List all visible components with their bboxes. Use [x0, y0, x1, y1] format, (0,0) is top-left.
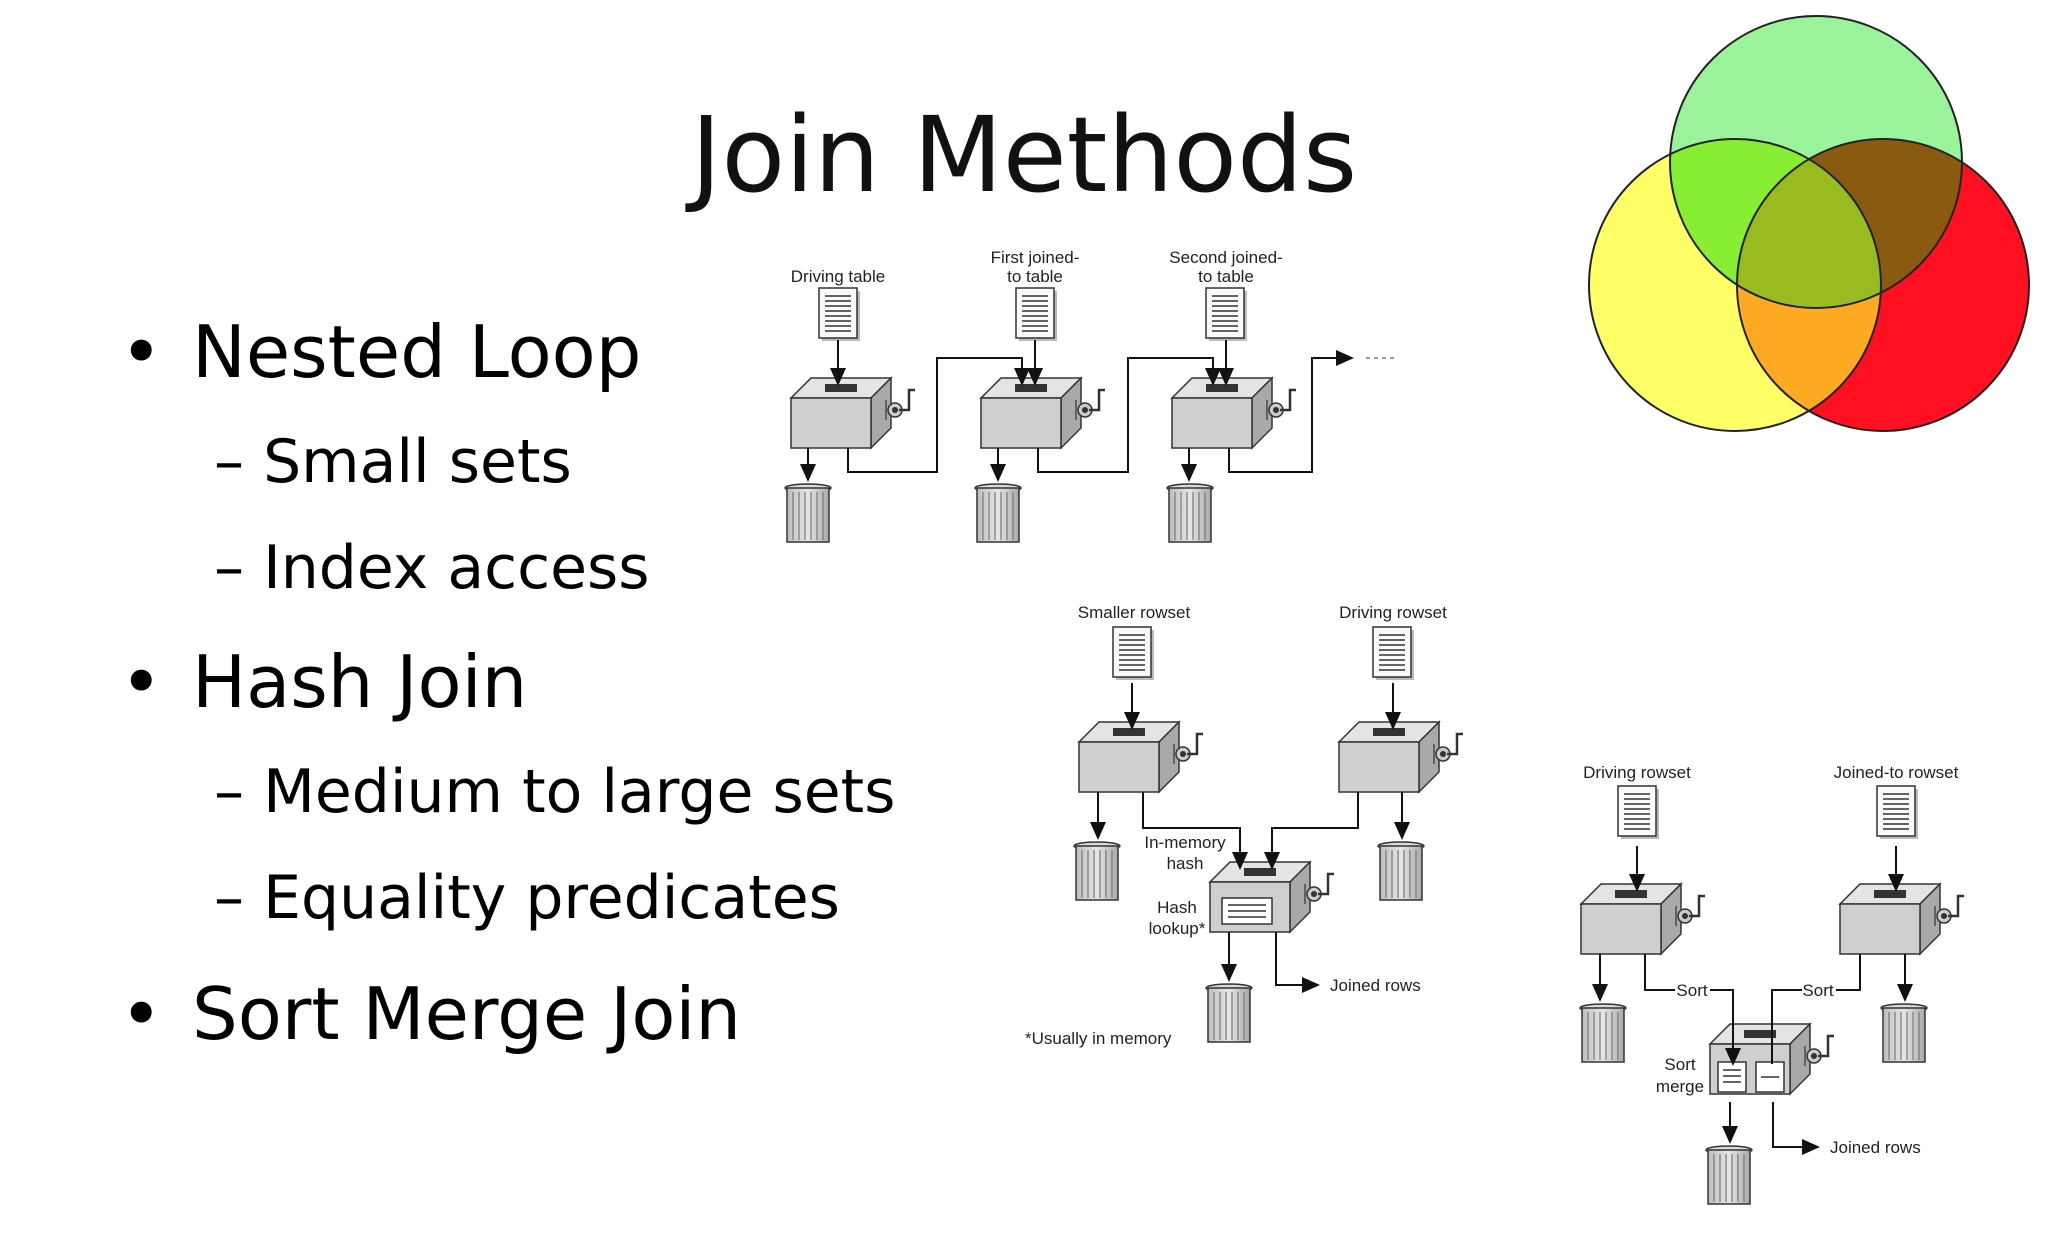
join-machine-icon: [789, 376, 917, 450]
label-driving-rowset: Driving rowset: [1339, 603, 1447, 622]
subbullet-equality: – Equality predicates: [214, 862, 840, 934]
bin-icon: [1073, 841, 1121, 901]
label-sort-merge-2: merge: [1656, 1077, 1704, 1096]
label-second-joined-2: to table: [1198, 267, 1254, 286]
bullet-nested-loop: • Nested Loop: [120, 310, 641, 394]
document-icon: [1112, 626, 1155, 681]
bullet-text: Hash Join: [192, 640, 528, 724]
subbullet-small-sets: – Small sets: [214, 426, 572, 498]
document-icon: [1372, 626, 1415, 681]
label-joined-rows: Joined rows: [1330, 976, 1421, 995]
document-icon: [818, 287, 861, 342]
subbullet-text: Equality predicates: [263, 863, 840, 933]
bin-icon: [1166, 483, 1214, 543]
subbullet-medium-large: – Medium to large sets: [214, 756, 895, 828]
dash-icon: –: [214, 863, 244, 933]
label-smaller-rowset: Smaller rowset: [1078, 603, 1191, 622]
bullet-list: • Nested Loop – Small sets – Index access…: [0, 0, 1000, 1243]
document-icon: [1876, 785, 1919, 840]
bullet-hash-join: • Hash Join: [120, 640, 527, 724]
label-in-memory: In-memory: [1144, 833, 1226, 852]
join-machine-icon: [979, 376, 1107, 450]
sort-machine-icon: [1579, 882, 1707, 956]
footnote: *Usually in memory: [1025, 1029, 1172, 1048]
bin-icon: [784, 483, 832, 543]
label-first-joined-2: to table: [1007, 267, 1063, 286]
bullet-icon: •: [120, 640, 163, 724]
subbullet-text: Index access: [263, 533, 650, 603]
subbullet-text: Medium to large sets: [263, 757, 896, 827]
label-sort-merge-1: Sort: [1664, 1055, 1695, 1074]
nested-loop-diagram: Driving table First joined- to table Sec…: [784, 248, 1398, 543]
document-icon: [1015, 287, 1058, 342]
sort-merge-diagram: Driving rowset Joined-to rowset: [1579, 763, 1966, 1205]
probe-machine-icon: [1337, 720, 1465, 794]
venn-overlap-center: [1737, 139, 1881, 308]
label-hash-lookup-1: Hash: [1157, 898, 1197, 917]
label-joined-to-rowset: Joined-to rowset: [1834, 763, 1959, 782]
bullet-icon: •: [120, 310, 163, 394]
bin-icon: [1880, 1003, 1928, 1063]
hash-join-diagram: Smaller rowset Driving rowset: [1025, 603, 1465, 1048]
join-machine-icon: [1170, 376, 1298, 450]
hash-build-machine-icon: [1077, 720, 1205, 794]
label-hash-lookup-2: lookup*: [1149, 919, 1206, 938]
label-first-joined-1: First joined-: [991, 248, 1080, 267]
bullet-sort-merge: • Sort Merge Join: [120, 972, 741, 1056]
label-joined-rows: Joined rows: [1830, 1138, 1921, 1157]
label-sort-right: Sort: [1802, 981, 1833, 1000]
bin-icon: [1377, 841, 1425, 901]
sorted-rowset-icon: [1717, 1061, 1747, 1093]
bin-icon: [1579, 1003, 1627, 1063]
label-hash: hash: [1167, 854, 1204, 873]
slide-title: Join Methods: [690, 94, 1358, 216]
dash-icon: –: [214, 533, 244, 603]
bullet-text: Nested Loop: [192, 310, 642, 394]
bullet-text: Sort Merge Join: [192, 972, 742, 1056]
document-icon: [1617, 785, 1660, 840]
dash-icon: –: [214, 427, 244, 497]
document-icon: [1205, 287, 1248, 342]
venn-diagram: [1588, 15, 2030, 432]
subbullet-text: Small sets: [263, 427, 572, 497]
label-driving-rowset: Driving rowset: [1583, 763, 1691, 782]
dash-icon: –: [214, 757, 244, 827]
bin-icon: [1705, 1145, 1753, 1205]
bin-icon: [1205, 983, 1253, 1043]
subbullet-index-access: – Index access: [214, 532, 650, 604]
label-sort-left: Sort: [1676, 981, 1707, 1000]
label-second-joined-1: Second joined-: [1169, 248, 1282, 267]
bullet-icon: •: [120, 972, 163, 1056]
bin-icon: [974, 483, 1022, 543]
label-driving-table: Driving table: [791, 267, 886, 286]
sort-machine-icon: [1838, 882, 1966, 956]
